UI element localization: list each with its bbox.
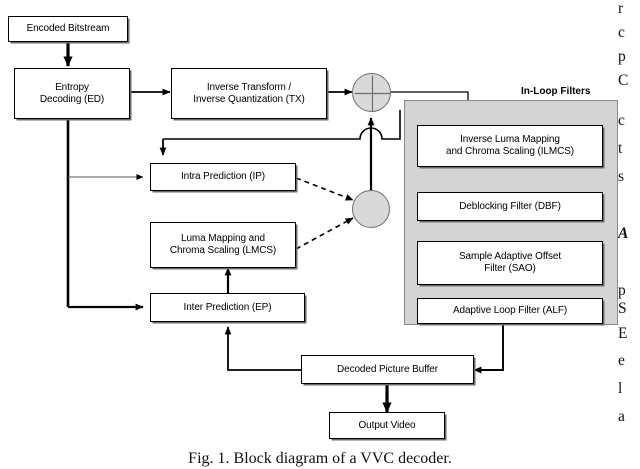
block-lmcs-line1: Luma Mapping and	[180, 233, 265, 244]
body-text-line-4: C	[618, 72, 629, 89]
wire-dpb-to-inter	[224, 326, 303, 371]
block-sao[interactable]: Sample Adaptive Offset Filter (SAO)	[417, 241, 603, 285]
block-output-video-label: Output Video	[358, 419, 416, 431]
body-text-line-13: a	[618, 408, 625, 425]
body-text-line-2: c	[618, 24, 625, 41]
block-intra-prediction-label: Intra Prediction (IP)	[180, 171, 266, 182]
body-text-line-5: c	[618, 112, 625, 129]
wire-lmcs-to-selector	[295, 217, 354, 250]
block-encoded-bitstream-label: Encoded Bitstream	[26, 23, 110, 34]
in-loop-filters-label: In-Loop Filters	[521, 86, 591, 97]
wire-alf-to-dpb	[473, 320, 504, 374]
body-text-line-10: E	[618, 325, 628, 342]
block-sao-line1: Sample Adaptive Offset	[458, 251, 562, 262]
summation-node[interactable]	[352, 73, 391, 112]
block-sao-line2: Filter (SAO)	[484, 263, 536, 274]
body-text-line-7: s	[618, 168, 625, 185]
block-ilmcs-line1: Inverse Luma Mapping	[460, 134, 560, 145]
figure-caption: Fig. 1. Block diagram of a VVC decoder.	[188, 450, 452, 467]
block-deblocking-filter-label: Deblocking Filter (DBF)	[459, 200, 561, 212]
body-text-section-heading: A	[618, 225, 629, 242]
block-inverse-transform-quantization[interactable]: Inverse Transform / Inverse Quantization…	[171, 68, 327, 119]
body-text-line-6: t	[618, 140, 623, 157]
block-entropy-decoding[interactable]: Entropy Decoding (ED)	[14, 68, 130, 119]
block-alf-label: Adaptive Loop Filter (ALF)	[452, 305, 568, 316]
block-lmcs[interactable]: Luma Mapping and Chroma Scaling (LMCS)	[150, 222, 296, 268]
block-deblocking-filter[interactable]: Deblocking Filter (DBF)	[417, 192, 603, 221]
plus-cross-icon	[354, 75, 391, 112]
block-decoded-picture-buffer[interactable]: Decoded Picture Buffer	[301, 355, 474, 384]
body-text-line-9: S	[618, 300, 627, 317]
block-inter-prediction-label: Inter Prediction (EP)	[183, 301, 272, 313]
body-text-line-11: e	[618, 352, 625, 369]
block-lmcs-line2: Chroma Scaling (LMCS)	[169, 245, 277, 256]
prediction-selector-node[interactable]	[352, 190, 390, 228]
block-encoded-bitstream[interactable]: Encoded Bitstream	[8, 16, 128, 42]
wire-intra-to-selector	[295, 177, 354, 201]
block-decoded-picture-buffer-label: Decoded Picture Buffer	[336, 363, 438, 375]
block-alf[interactable]: Adaptive Loop Filter (ALF)	[417, 298, 603, 324]
block-ilmcs-line2: and Chroma Scaling (ILMCS)	[445, 146, 574, 157]
block-entropy-decoding-line1: Entropy	[55, 81, 89, 93]
block-inverse-transform-line1: Inverse Transform /	[206, 81, 292, 93]
block-inter-prediction[interactable]: Inter Prediction (EP)	[150, 293, 305, 322]
block-inverse-transform-line2: Inverse Quantization (TX)	[193, 93, 305, 105]
body-text-line-3: p	[618, 48, 626, 65]
body-text-line-8: p	[618, 282, 626, 299]
body-text-line-1: r	[618, 0, 624, 17]
body-text-line-12: l	[618, 380, 623, 397]
block-entropy-decoding-line2: Decoding (ED)	[39, 93, 105, 105]
block-intra-prediction[interactable]: Intra Prediction (IP)	[150, 163, 296, 191]
block-output-video[interactable]: Output Video	[329, 412, 445, 439]
block-ilmcs[interactable]: Inverse Luma Mapping and Chroma Scaling …	[417, 125, 603, 167]
